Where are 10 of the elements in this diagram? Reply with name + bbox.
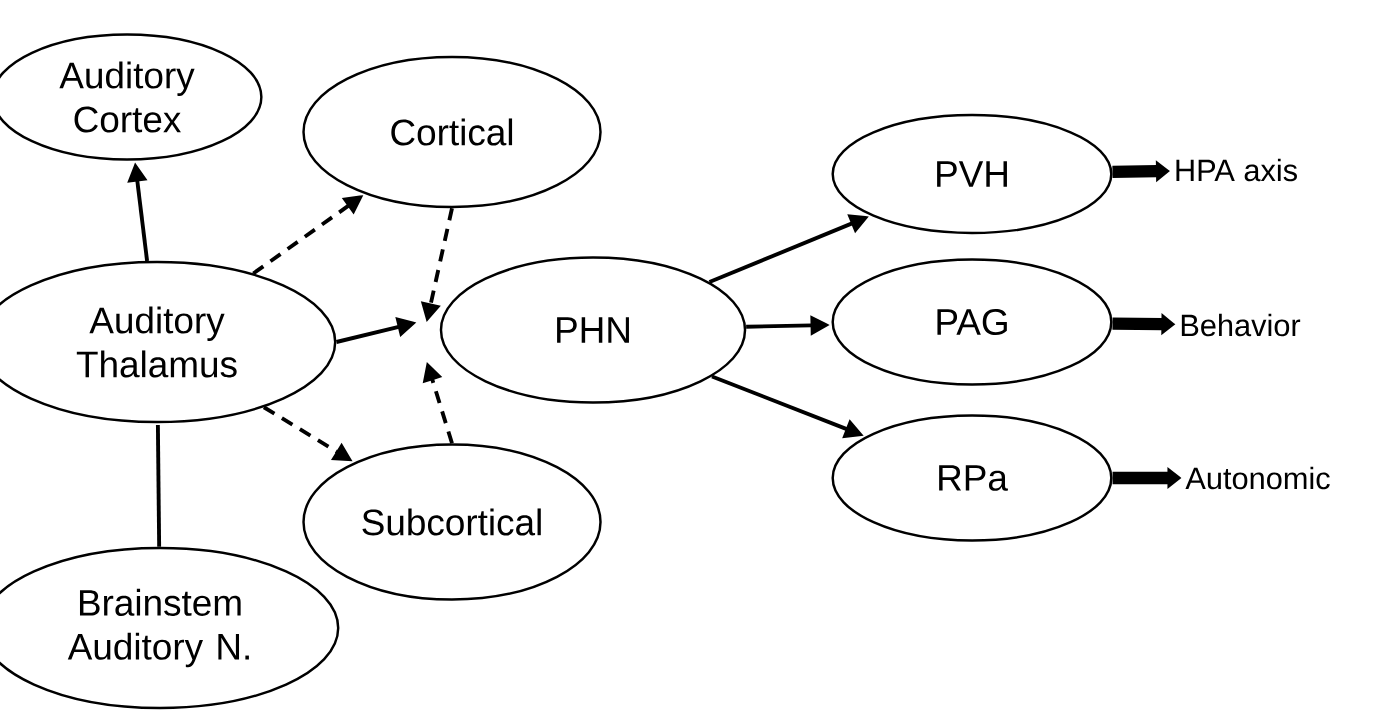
outcome-label: HPA axis — [1176, 158, 1297, 182]
ellipse-node: Subcortical — [302, 443, 602, 601]
ellipse-node: PVH — [831, 113, 1113, 235]
outcome-label: Autonomic — [1185, 466, 1330, 490]
outcome-label: Behavior — [1181, 313, 1301, 337]
connector-line — [155, 424, 162, 547]
ellipse-node: Cortical — [302, 55, 602, 209]
ellipse-node: PAG — [831, 258, 1113, 386]
ellipse-node: PHN — [439, 256, 747, 404]
ellipse-node: RPa — [831, 414, 1113, 542]
